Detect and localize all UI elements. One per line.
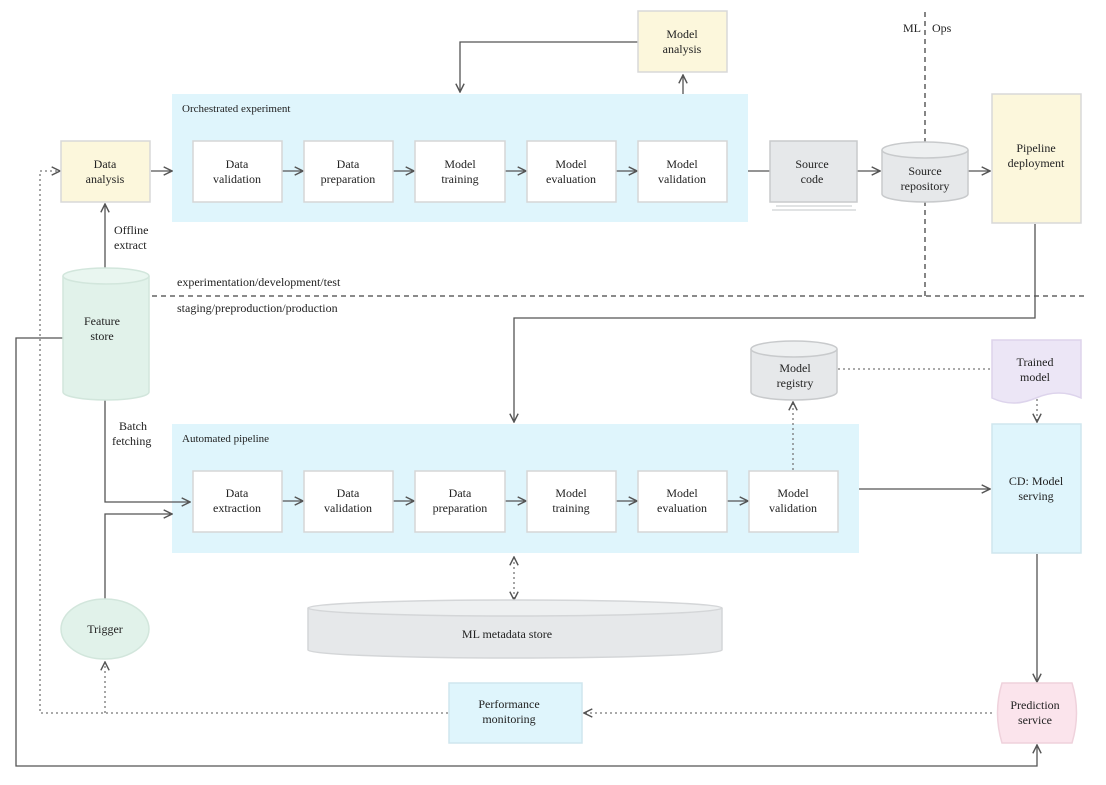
feature-store-node: Feature store bbox=[62, 267, 150, 401]
source-code-line1: Source bbox=[795, 157, 828, 171]
prediction-service-line1: Prediction bbox=[1010, 698, 1059, 712]
data-analysis-line2: analysis bbox=[86, 172, 125, 186]
ml-metadata-store-node: ML metadata store bbox=[307, 599, 723, 659]
exp-model-evaluation-line2: evaluation bbox=[546, 172, 596, 186]
pipeline-deployment-node: Pipeline deployment bbox=[991, 93, 1082, 224]
auto-model-training-line2: training bbox=[552, 501, 589, 515]
auto-model-evaluation-node: Model evaluation bbox=[637, 470, 728, 533]
feature-store-line2: store bbox=[90, 329, 113, 343]
offline-extract-label-2: extract bbox=[114, 238, 147, 252]
model-analysis-node: Model analysis bbox=[637, 10, 728, 73]
performance-monitoring-line1: Performance bbox=[478, 697, 539, 711]
model-registry-node: Model registry bbox=[750, 340, 838, 401]
exp-model-evaluation-node: Model evaluation bbox=[526, 140, 617, 203]
trained-model-line2: model bbox=[1020, 370, 1051, 384]
batch-fetching-label-1: Batch bbox=[119, 419, 147, 433]
edge-feature-store-to-prediction-service bbox=[15, 337, 1037, 767]
cd-model-serving-line2: serving bbox=[1018, 489, 1053, 503]
env-bottom-label: staging/preproduction/production bbox=[177, 301, 338, 315]
automated-pipeline-lane bbox=[172, 424, 859, 553]
batch-fetching-label-2: fetching bbox=[112, 434, 151, 448]
auto-model-evaluation-line2: evaluation bbox=[657, 501, 707, 515]
edge-monitoring-to-data-analysis bbox=[39, 171, 448, 714]
pipeline-deployment-line2: deployment bbox=[1008, 156, 1065, 170]
auto-data-validation-line1: Data bbox=[337, 486, 360, 500]
auto-data-preparation-line1: Data bbox=[449, 486, 472, 500]
env-top-label: experimentation/development/test bbox=[177, 275, 341, 289]
model-registry-line2: registry bbox=[777, 376, 814, 390]
exp-model-training-node: Model training bbox=[414, 140, 506, 203]
performance-monitoring-line2: monitoring bbox=[482, 712, 535, 726]
exp-data-validation-line1: Data bbox=[226, 157, 249, 171]
exp-data-preparation-line1: Data bbox=[337, 157, 360, 171]
source-repository-line1: Source bbox=[908, 164, 941, 178]
auto-data-extraction-line2: extraction bbox=[213, 501, 261, 515]
pipeline-deployment-line1: Pipeline bbox=[1016, 141, 1055, 155]
auto-data-preparation-line2: preparation bbox=[433, 501, 488, 515]
auto-data-extraction-node: Data extraction bbox=[192, 470, 283, 533]
trained-model-line1: Trained bbox=[1017, 355, 1054, 369]
exp-model-training-line1: Model bbox=[444, 157, 476, 171]
exp-model-training-line2: training bbox=[441, 172, 478, 186]
performance-monitoring-node: Performance monitoring bbox=[448, 682, 583, 744]
model-analysis-line1: Model bbox=[666, 27, 698, 41]
source-repository-line2: repository bbox=[901, 179, 950, 193]
data-analysis-line1: Data bbox=[94, 157, 117, 171]
auto-data-validation-line2: validation bbox=[324, 501, 372, 515]
auto-model-validation-node: Model validation bbox=[748, 470, 839, 533]
edge-model-analysis-to-experiment bbox=[460, 41, 638, 92]
exp-data-preparation-line2: preparation bbox=[321, 172, 376, 186]
exp-data-preparation-node: Data preparation bbox=[303, 140, 394, 203]
exp-model-validation-line2: validation bbox=[658, 172, 706, 186]
orchestrated-experiment-label: Orchestrated experiment bbox=[182, 103, 290, 115]
auto-model-training-node: Model training bbox=[526, 470, 617, 533]
exp-data-validation-line2: validation bbox=[213, 172, 261, 186]
cd-model-serving-node: CD: Model serving bbox=[991, 423, 1082, 554]
offline-extract-label-1: Offline bbox=[114, 223, 148, 237]
exp-model-validation-line1: Model bbox=[666, 157, 698, 171]
feature-store-line1: Feature bbox=[84, 314, 120, 328]
data-analysis-node: Data analysis bbox=[60, 140, 151, 203]
ml-label: ML bbox=[903, 21, 921, 35]
auto-model-validation-line2: validation bbox=[769, 501, 817, 515]
source-repository-node: Source repository bbox=[881, 141, 969, 203]
auto-data-validation-node: Data validation bbox=[303, 470, 394, 533]
exp-data-validation-node: Data validation bbox=[192, 140, 283, 203]
exp-model-validation-node: Model validation bbox=[637, 140, 728, 203]
automated-pipeline-label: Automated pipeline bbox=[182, 433, 269, 445]
trained-model-node: Trained model bbox=[991, 339, 1082, 404]
edge-deployment-to-automated-pipeline bbox=[514, 224, 1036, 422]
source-code-line2: code bbox=[801, 172, 824, 186]
auto-model-validation-line1: Model bbox=[777, 486, 809, 500]
model-registry-line1: Model bbox=[779, 361, 811, 375]
prediction-service-node: Prediction service bbox=[996, 682, 1078, 744]
trigger-label: Trigger bbox=[87, 622, 123, 636]
exp-model-evaluation-line1: Model bbox=[555, 157, 587, 171]
edge-feature-store-to-data-extraction bbox=[104, 400, 190, 502]
auto-model-training-line1: Model bbox=[555, 486, 587, 500]
edge-trigger-to-automated-pipeline bbox=[104, 514, 172, 600]
auto-data-preparation-node: Data preparation bbox=[414, 470, 506, 533]
auto-model-evaluation-line1: Model bbox=[666, 486, 698, 500]
cd-model-serving-line1: CD: Model bbox=[1009, 474, 1064, 488]
trigger-node: Trigger bbox=[60, 598, 150, 660]
ml-metadata-store-label: ML metadata store bbox=[462, 627, 552, 641]
model-analysis-line2: analysis bbox=[663, 42, 702, 56]
auto-data-extraction-line1: Data bbox=[226, 486, 249, 500]
prediction-service-line2: service bbox=[1018, 713, 1052, 727]
source-code-node: Source code bbox=[769, 140, 858, 211]
ops-label: Ops bbox=[932, 21, 952, 35]
